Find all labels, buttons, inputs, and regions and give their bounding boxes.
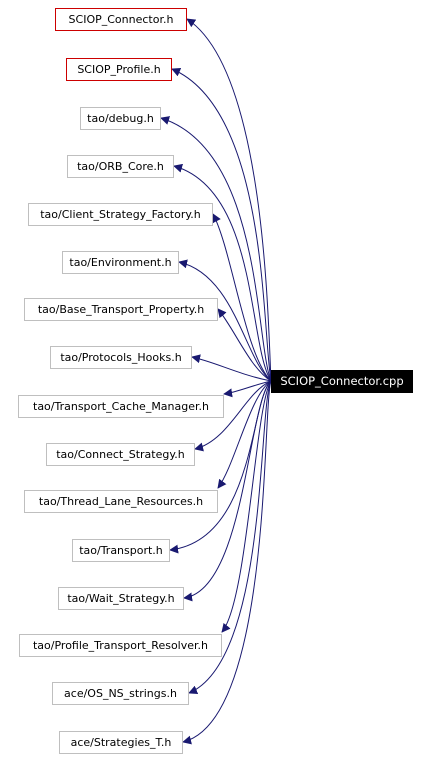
node-label: tao/Connect_Strategy.h — [56, 448, 185, 461]
node-sciop-profile-h[interactable]: SCIOP_Profile.h — [66, 58, 172, 81]
edge-include-1 — [171, 68, 272, 382]
node-tao-debug-h[interactable]: tao/debug.h — [80, 107, 161, 130]
node-tao-base-transport-property-h[interactable]: tao/Base_Transport_Property.h — [24, 298, 218, 321]
node-tao-profile-transport-resolver-h[interactable]: tao/Profile_Transport_Resolver.h — [19, 634, 222, 657]
node-label: tao/debug.h — [87, 112, 154, 125]
node-label: tao/Environment.h — [69, 256, 172, 269]
edge-include-15 — [182, 380, 272, 745]
node-label: SCIOP_Connector.h — [68, 13, 174, 26]
node-ace-os-ns-strings-h[interactable]: ace/OS_NS_strings.h — [52, 682, 189, 705]
node-label: ace/Strategies_T.h — [70, 736, 172, 749]
edge-include-5 — [178, 259, 272, 382]
edge-include-6 — [217, 308, 272, 382]
edge-include-2 — [160, 116, 272, 382]
node-tao-transport-h[interactable]: tao/Transport.h — [72, 539, 170, 562]
edge-include-9 — [194, 380, 272, 452]
node-label: tao/Thread_Lane_Resources.h — [38, 495, 204, 508]
node-tao-thread-lane-resources-h[interactable]: tao/Thread_Lane_Resources.h — [24, 490, 218, 513]
node-tao-orb-core-h[interactable]: tao/ORB_Core.h — [67, 155, 174, 178]
edge-include-8 — [223, 380, 272, 398]
node-root-sciop-connector-cpp[interactable]: SCIOP_Connector.cpp — [271, 370, 413, 393]
node-label: ace/OS_NS_strings.h — [64, 687, 177, 700]
node-tao-wait-strategy-h[interactable]: tao/Wait_Strategy.h — [58, 587, 184, 610]
edge-include-7 — [191, 354, 272, 382]
node-ace-strategies-t-h[interactable]: ace/Strategies_T.h — [59, 731, 183, 754]
node-tao-environment-h[interactable]: tao/Environment.h — [62, 251, 179, 274]
edge-include-10 — [217, 380, 272, 489]
node-tao-client-strategy-factory-h[interactable]: tao/Client_Strategy_Factory.h — [28, 203, 213, 226]
node-label: tao/Transport.h — [79, 544, 163, 557]
node-tao-connect-strategy-h[interactable]: tao/Connect_Strategy.h — [46, 443, 195, 466]
edge-include-14 — [188, 380, 272, 695]
edge-include-4 — [212, 213, 272, 382]
edge-include-13 — [221, 380, 272, 633]
node-label: tao/Base_Transport_Property.h — [37, 303, 205, 316]
node-tao-transport-cache-manager-h[interactable]: tao/Transport_Cache_Manager.h — [18, 395, 224, 418]
node-label: tao/Client_Strategy_Factory.h — [40, 208, 201, 221]
edge-include-0 — [186, 18, 272, 382]
node-sciop-connector-h[interactable]: SCIOP_Connector.h — [55, 8, 187, 31]
node-label: SCIOP_Profile.h — [77, 63, 161, 76]
node-label: tao/ORB_Core.h — [77, 160, 164, 173]
node-label: tao/Wait_Strategy.h — [67, 592, 175, 605]
edge-include-12 — [183, 380, 272, 602]
node-label: tao/Transport_Cache_Manager.h — [33, 400, 209, 413]
node-label: tao/Protocols_Hooks.h — [60, 351, 182, 364]
node-label: tao/Profile_Transport_Resolver.h — [32, 639, 208, 652]
root-node-label: SCIOP_Connector.cpp — [280, 373, 404, 388]
node-tao-protocols-hooks-h[interactable]: tao/Protocols_Hooks.h — [50, 346, 192, 369]
edge-include-3 — [173, 163, 272, 382]
